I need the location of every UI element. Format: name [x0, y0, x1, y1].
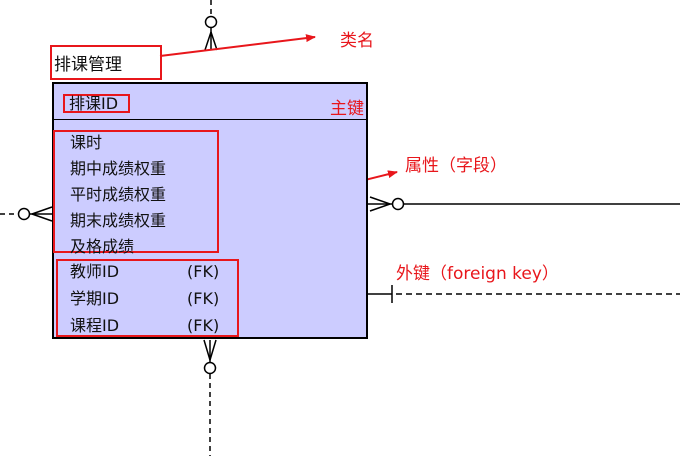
bottom-relationship-line	[203, 339, 217, 456]
attribute-field: 课时	[70, 133, 103, 152]
foreign-key-annotation: 外键（foreign key）	[396, 264, 559, 284]
primary-key-divider	[52, 119, 368, 120]
foreign-key-tag: (FK)	[187, 316, 220, 335]
foreign-key-relationship-line	[368, 285, 680, 303]
class-name-annotation: 类名	[340, 31, 374, 51]
foreign-key-field: 教师ID	[70, 262, 120, 281]
attributes-annotation: 属性（字段）	[405, 156, 507, 176]
foreign-key-field: 课程ID	[70, 316, 120, 335]
left-relationship-line	[0, 206, 53, 222]
attribute-field: 期末成绩权重	[70, 211, 167, 230]
right-relationship-line	[368, 196, 680, 212]
attributes-frame	[53, 130, 219, 253]
foreign-key-field: 学期ID	[70, 289, 120, 308]
foreign-key-tag: (FK)	[187, 289, 220, 308]
top-relationship-line	[204, 0, 218, 51]
entity-name: 排课管理	[54, 55, 122, 75]
primary-key-annotation: 主键	[330, 99, 364, 119]
attribute-field: 及格成绩	[70, 237, 135, 256]
attribute-field: 平时成绩权重	[70, 185, 167, 204]
primary-key-field: 排课ID	[69, 94, 119, 113]
foreign-key-tag: (FK)	[187, 262, 220, 281]
attribute-field: 期中成绩权重	[70, 159, 167, 178]
class-name-frame	[50, 45, 162, 80]
class-name-arrow	[159, 34, 316, 57]
primary-key-frame	[63, 94, 130, 113]
foreign-keys-frame	[56, 259, 239, 337]
